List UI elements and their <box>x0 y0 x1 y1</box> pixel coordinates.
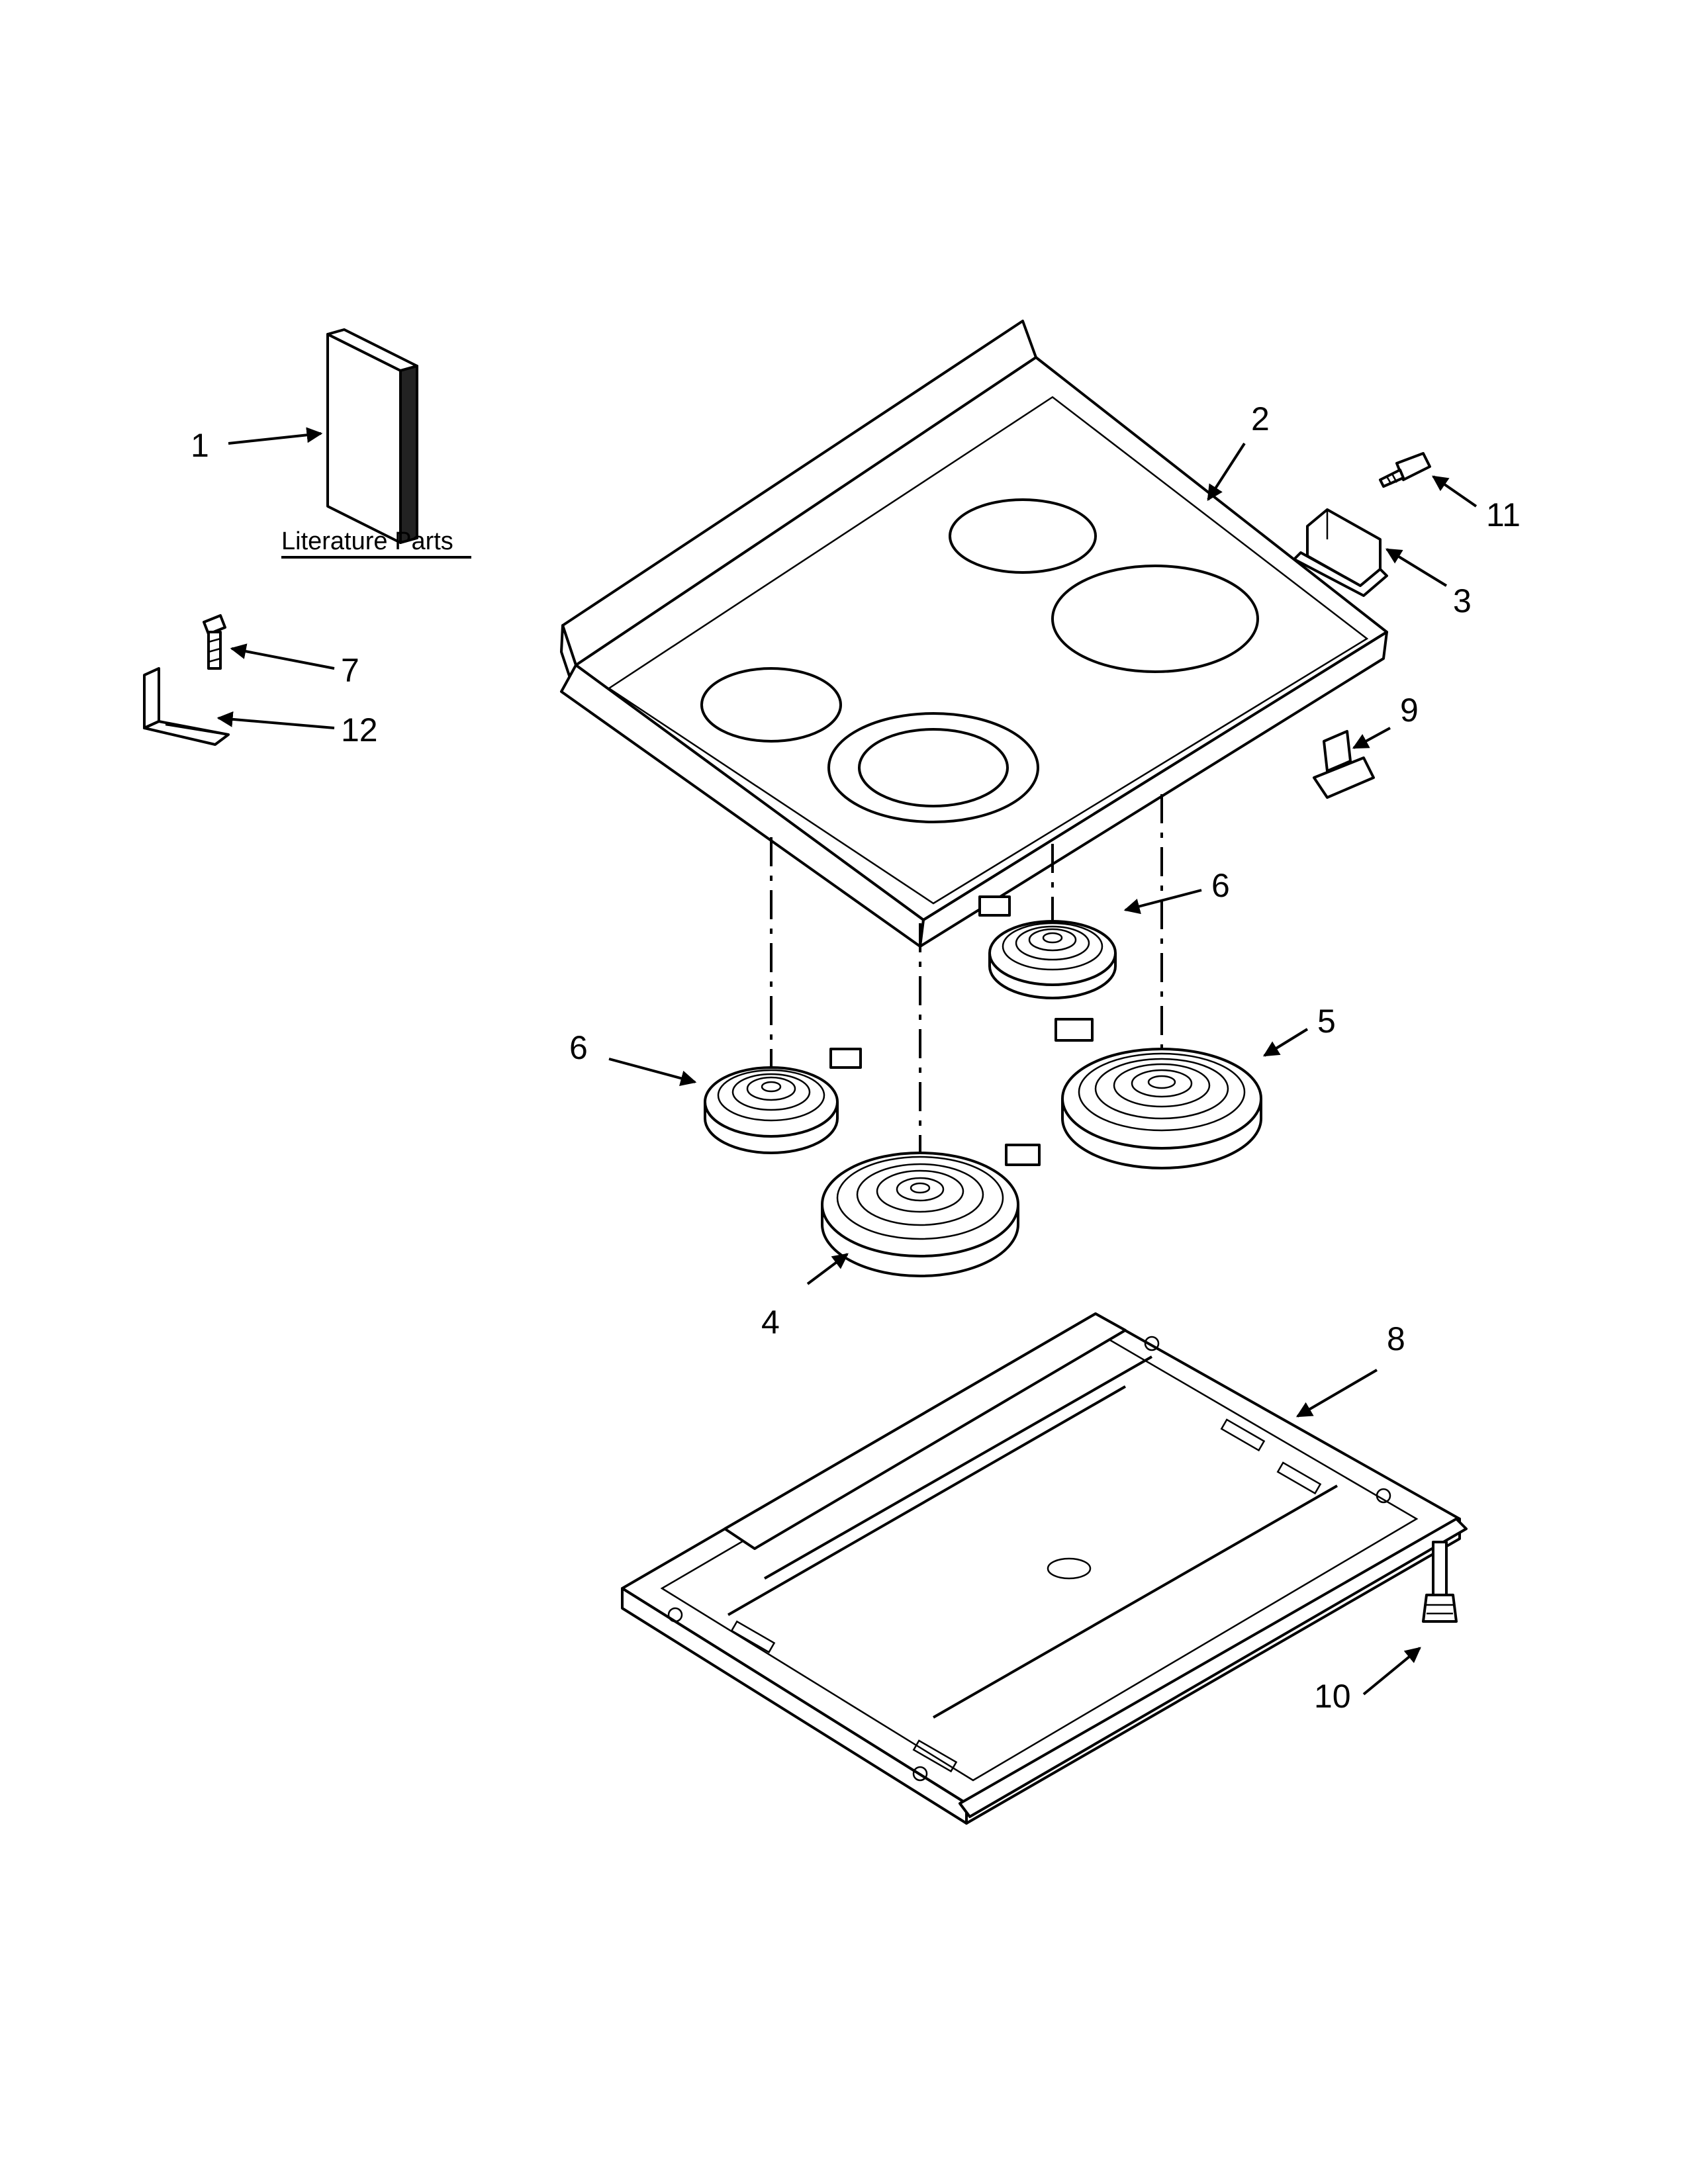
clip-9[interactable] <box>1313 730 1375 799</box>
callout-5: 5 <box>1317 1003 1336 1040</box>
literature-caption: Literature Parts <box>281 527 453 555</box>
callout-9: 9 <box>1400 692 1419 729</box>
screw-7[interactable] <box>203 614 226 670</box>
leader-6-lower <box>608 1058 697 1086</box>
callout-10: 10 <box>1314 1678 1351 1715</box>
leader-8 <box>1295 1369 1378 1418</box>
surface-element-small-left[interactable] <box>704 1048 862 1154</box>
leader-5 <box>1262 1028 1309 1057</box>
literature-booklet[interactable] <box>326 328 418 544</box>
anti-tip-bracket-12[interactable] <box>143 667 230 746</box>
callout-7: 7 <box>341 652 359 689</box>
callout-3: 3 <box>1453 582 1472 619</box>
leader-11 <box>1432 475 1477 508</box>
screw-10[interactable] <box>1422 1541 1458 1623</box>
cooktop-burner-outline-right-front <box>1051 565 1259 673</box>
leader-3 <box>1385 548 1448 587</box>
leader-4 <box>806 1253 849 1285</box>
callout-11: 11 <box>1486 496 1521 533</box>
callout-8: 8 <box>1387 1320 1405 1357</box>
callout-2: 2 <box>1251 400 1270 437</box>
leader-9 <box>1352 727 1391 749</box>
screw-11[interactable] <box>1379 452 1431 488</box>
callout-12: 12 <box>341 711 378 749</box>
surface-element-small-right[interactable] <box>978 895 1117 999</box>
leader-2 <box>1207 442 1246 502</box>
leader-10 <box>1362 1647 1421 1696</box>
cooktop-main-top[interactable] <box>560 320 1388 948</box>
cooktop-burner-outline-left-front-inner <box>858 728 1009 807</box>
callout-4: 4 <box>761 1304 780 1341</box>
leader-1 <box>228 427 323 445</box>
cooktop-hinge-bracket[interactable] <box>1293 508 1388 597</box>
cooktop-burner-outline-right-rear <box>949 498 1097 574</box>
surface-element-large-right[interactable] <box>1055 1018 1262 1169</box>
callout-1: 1 <box>191 427 209 464</box>
leader-6-upper <box>1123 889 1202 915</box>
surface-element-large-front[interactable] <box>821 1144 1041 1277</box>
cooktop-burner-outline-left-rear <box>700 667 842 743</box>
callout-6-upper: 6 <box>1211 867 1230 904</box>
leader-12 <box>216 711 335 729</box>
callout-6-lower: 6 <box>569 1029 588 1066</box>
cooktop-burner-outline-left-front-outer <box>827 712 1039 823</box>
burner-box-pan[interactable] <box>621 1312 1468 1825</box>
leader-7 <box>230 643 335 670</box>
